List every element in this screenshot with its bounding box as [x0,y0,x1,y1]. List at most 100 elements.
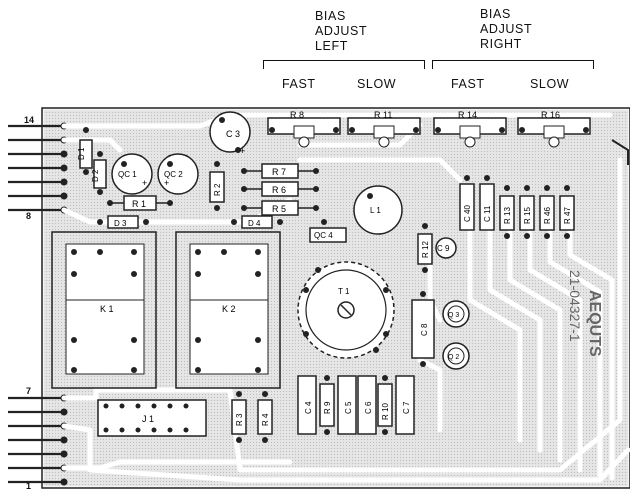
capacitor-c4: C 4 [297,375,317,435]
resistor-r12: R 12 [417,223,433,273]
resistor-r1: R 1 [107,195,173,211]
d3-label: D 3 [114,219,127,228]
copper-traces [61,112,630,483]
potentiometer-r16: R 16 [517,110,591,148]
c5-label: C 5 [344,401,353,414]
d1-label: D 1 [77,147,86,160]
resistor-r15: R 15 [519,185,535,239]
c6-label: C 6 [364,401,373,414]
r46-label: R 46 [543,207,552,224]
k1-label: K 1 [100,304,114,314]
r15-label: R 15 [523,207,532,224]
potentiometer-r8: R 8 [267,110,341,148]
diode-d1: D 1 [77,127,93,175]
resistor-r10: R 10 [377,375,393,435]
transistor-q2: Q 2 [442,342,470,370]
diode-d4: D 4 [231,215,283,229]
relay-k1: K 1 [51,231,157,389]
c11-label: C 11 [483,205,492,222]
r8-label: R 8 [290,110,304,120]
r2-label: R 2 [213,183,222,196]
r12-label: R 12 [421,241,430,258]
capacitor-c11: C 11 [479,175,495,231]
resistor-r3: R 3 [231,391,247,443]
resistor-r7: R 7 [241,163,319,179]
qc1-label: QC 1 [118,170,137,179]
capacitor-qc2: QC 2 + [157,153,199,195]
r13-label: R 13 [503,207,512,224]
capacitor-c40: C 40 [459,175,475,231]
pin-7-label: 7 [26,386,32,396]
r9-label: R 9 [323,401,332,414]
capacitor-c8: C 8 [411,291,435,367]
component-qc4: QC 4 [309,219,347,243]
right-fast-label: FAST [451,77,485,91]
potentiometer-r14: R 14 [433,110,507,148]
d4-label: D 4 [248,219,261,228]
resistor-r2: R 2 [209,161,225,211]
capacitor-c3: C 3 + [209,111,251,156]
transformer-t1: T 1 [297,261,395,359]
t1-label: T 1 [338,287,350,296]
r7-label: R 7 [272,167,286,177]
pin-14-label: 14 [24,115,35,125]
resistor-r9: R 9 [319,375,335,435]
resistor-r47: R 47 [559,185,575,239]
board-marking: AEQUTS 21-04327-1 [567,270,603,357]
connector-j1: J 1 [97,399,207,437]
left-slow-label: SLOW [357,77,397,91]
resistor-r13: R 13 [499,185,515,239]
board-part-number: 21-04327-1 [567,270,583,342]
capacitor-qc1: QC 1 + [111,153,153,195]
edge-connector-top [8,124,64,212]
r6-label: R 6 [272,185,286,195]
r4-label: R 4 [261,413,270,426]
capacitor-c5: C 5 [337,375,357,435]
q3-label: Q 3 [448,312,459,319]
qc1-plus: + [142,178,147,188]
header-left-line-1: BIAS [315,9,346,23]
bias-adjust-right-label: BIAS ADJUST RIGHT [480,7,532,52]
diode-d2: D 2 [91,151,107,195]
l1-label: L 1 [370,206,381,215]
qc2-plus: + [164,178,169,188]
header-left-line-2: ADJUST [315,24,368,38]
header-right-line-3: RIGHT [480,37,522,51]
bias-adjust-left-label: BIAS ADJUST LEFT [315,9,367,54]
left-bias-bracket [263,60,425,69]
capacitor-c6: C 6 [357,375,377,435]
r1-label: R 1 [132,199,146,209]
qc2-label: QC 2 [164,170,183,179]
left-fast-label: FAST [282,77,316,91]
c9-label: C 9 [437,244,450,253]
transistor-q3: Q 3 [442,300,470,328]
r14-label: R 14 [458,110,477,120]
c40-label: C 40 [463,205,472,222]
d2-label: D 2 [91,169,100,182]
potentiometer-r11: R 11 [347,110,421,148]
board-notch [611,139,629,165]
r10-label: R 10 [381,403,390,420]
r3-label: R 3 [235,413,244,426]
c3-label: C 3 [226,129,240,139]
resistor-r5: R 5 [241,200,319,216]
r47-label: R 47 [563,207,572,224]
c4-label: C 4 [304,401,313,414]
j1-label: J 1 [142,414,154,424]
board-name: AEQUTS [586,290,603,357]
pin-8-label: 8 [26,211,32,221]
pin-1-label: 1 [26,481,32,491]
q2-label: Q 2 [448,354,459,361]
c8-label: C 8 [420,323,429,336]
resistor-r6: R 6 [241,181,319,197]
header-left-line-3: LEFT [315,39,348,53]
resistor-r46: R 46 [539,185,555,239]
r16-label: R 16 [541,110,560,120]
c7-label: C 7 [402,401,411,414]
r11-label: R 11 [374,110,392,120]
right-bias-bracket [432,60,594,69]
right-slow-label: SLOW [530,77,570,91]
diode-d3: D 3 [97,215,149,229]
